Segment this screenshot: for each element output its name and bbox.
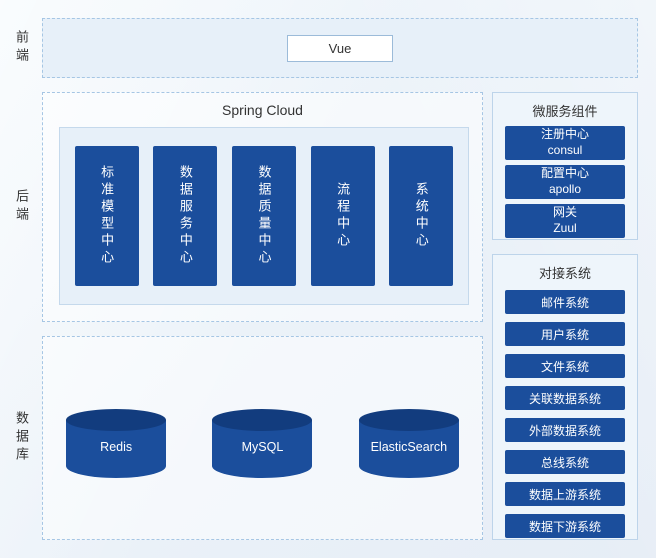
microservices-panel-title: 微服务组件	[532, 104, 598, 119]
integration-node-related-data: 关联数据系统	[505, 386, 625, 410]
microservice-node-name: 配置中心	[540, 166, 589, 181]
vue-node: Vue	[287, 34, 393, 62]
microservice-node-registry: 注册中心 consul	[505, 126, 625, 160]
integrations-panel-title: 对接系统	[538, 266, 591, 281]
microservices-list: 注册中心 consul 配置中心 apollo 网关 Zuul	[493, 120, 637, 238]
integrations-panel: 对接系统 邮件系统 用户系统 文件系统 关联数据系统 外部数据系统 总线系统 数…	[492, 254, 638, 540]
database-node-label: ElasticSearch	[370, 440, 448, 454]
integration-node-mail: 邮件系统	[505, 290, 625, 314]
layer-label-frontend: 前端	[14, 30, 29, 66]
database-node-label: Redis	[100, 440, 133, 454]
frontend-panel: Vue	[42, 18, 638, 78]
backend-panel: Spring Cloud 标准模型中心 数据服务中心 数据质量中心 流程中心 系…	[42, 92, 483, 322]
spring-cloud-container: 标准模型中心 数据服务中心 数据质量中心 流程中心 系统中心	[59, 127, 469, 305]
integration-node-downstream-data: 数据下游系统	[505, 514, 625, 538]
spring-cloud-title: Spring Cloud	[222, 102, 303, 118]
microservice-node-config: 配置中心 apollo	[505, 165, 625, 199]
microservice-node-tech: apollo	[548, 182, 582, 196]
database-node-mysql: MySQL	[212, 409, 313, 478]
microservice-node-tech: consul	[547, 143, 583, 157]
integration-node-file: 文件系统	[505, 354, 625, 378]
service-node-data-service: 数据服务中心	[153, 146, 218, 286]
database-node-elasticsearch: ElasticSearch	[358, 409, 459, 478]
integration-node-upstream-data: 数据上游系统	[505, 482, 625, 506]
service-node-workflow: 流程中心	[310, 146, 375, 286]
integration-node-user: 用户系统	[505, 322, 625, 346]
microservice-node-gateway: 网关 Zuul	[505, 204, 625, 238]
layer-label-backend: 后端	[14, 189, 29, 225]
service-node-standard-model: 标准模型中心	[74, 146, 139, 286]
database-panel: Redis MySQL ElasticSearch	[42, 336, 483, 540]
integrations-list: 邮件系统 用户系统 文件系统 关联数据系统 外部数据系统 总线系统 数据上游系统…	[493, 282, 637, 538]
service-node-system: 系统中心	[389, 146, 454, 286]
integration-node-external-data: 外部数据系统	[505, 418, 625, 442]
service-node-data-quality: 数据质量中心	[231, 146, 296, 286]
microservice-node-name: 注册中心	[540, 127, 589, 142]
database-node-label: MySQL	[241, 440, 284, 454]
microservice-node-name: 网关	[552, 205, 577, 220]
layer-label-database: 数据库	[14, 411, 29, 465]
integration-node-bus: 总线系统	[505, 450, 625, 474]
vue-node-label: Vue	[328, 40, 352, 56]
microservices-panel: 微服务组件 注册中心 consul 配置中心 apollo 网关 Zuul	[492, 92, 638, 240]
database-node-redis: Redis	[66, 409, 167, 478]
microservice-node-tech: Zuul	[553, 221, 577, 235]
